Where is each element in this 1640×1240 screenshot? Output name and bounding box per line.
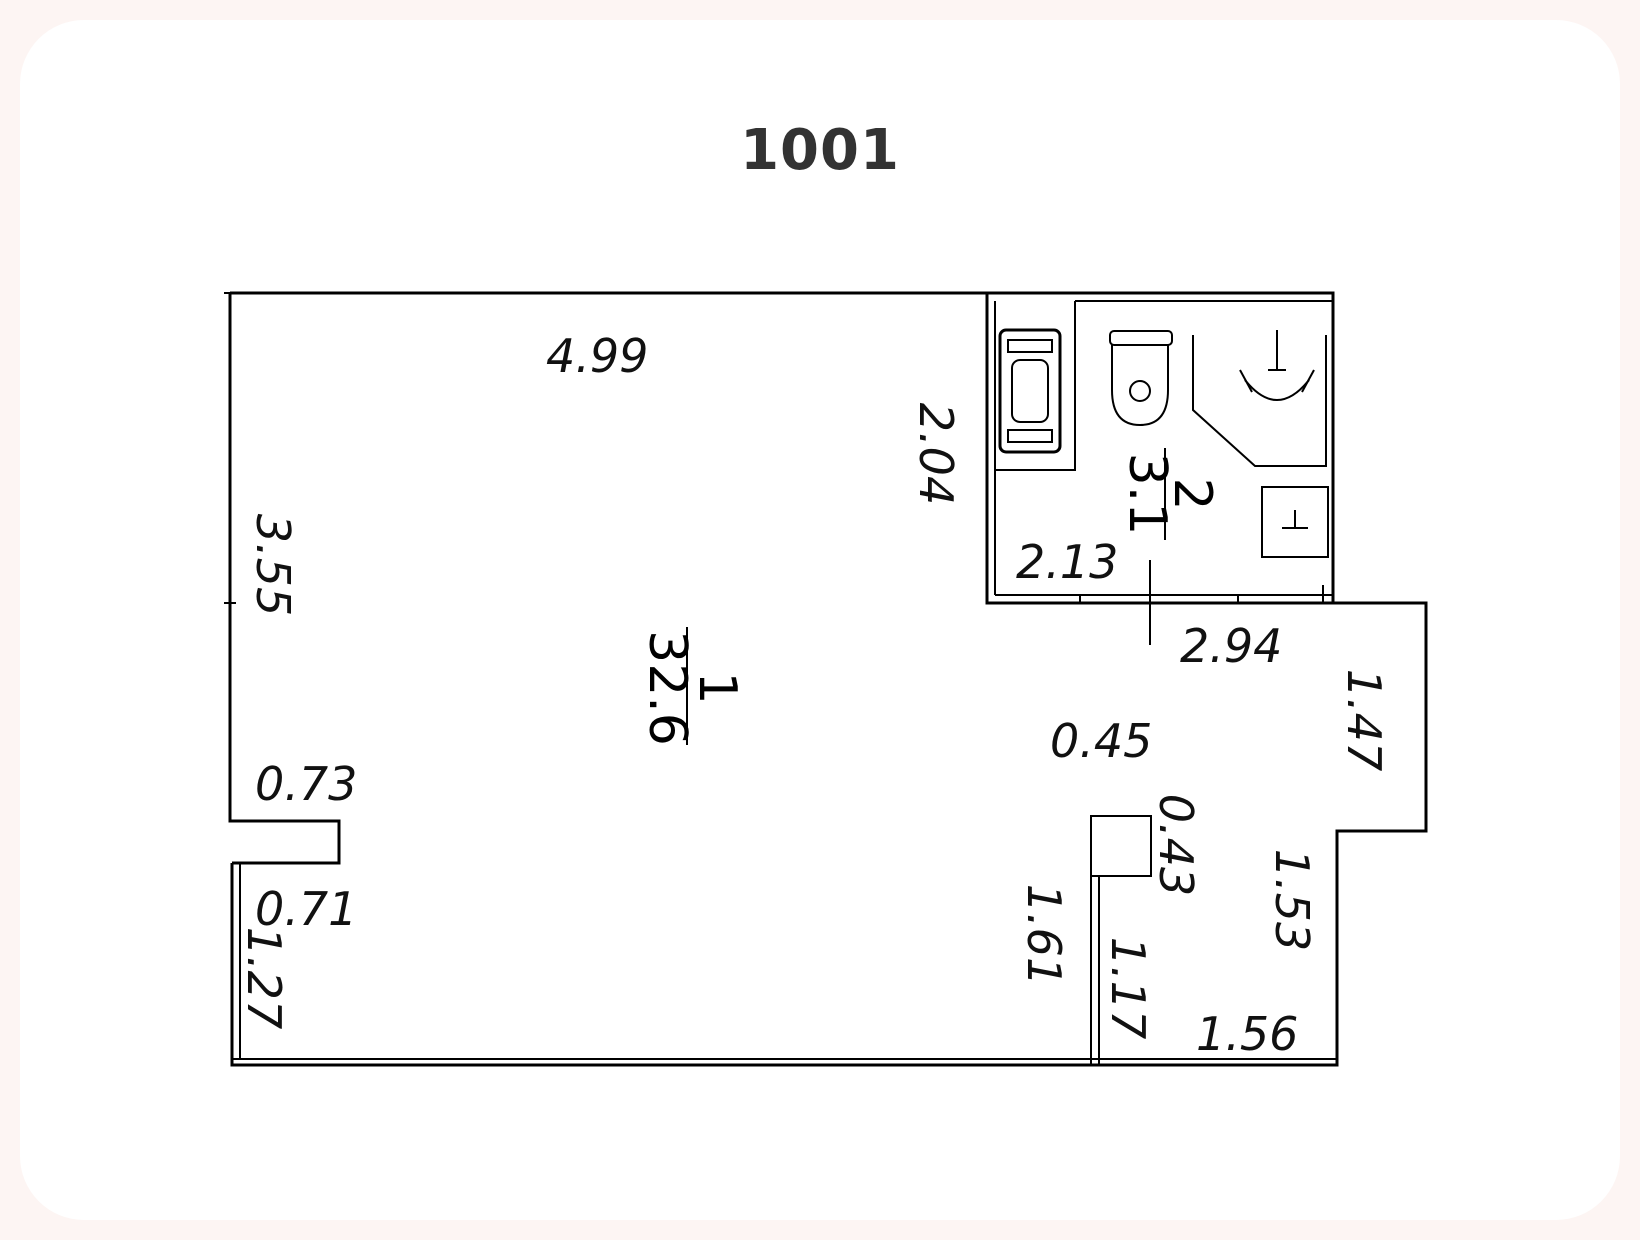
outer-wall-lower xyxy=(228,293,341,865)
dim-left-lower-b: 1.27 xyxy=(237,927,291,1029)
dim-right-upper: 1.47 xyxy=(1337,669,1391,771)
dim-bath-height: 2.04 xyxy=(909,403,963,505)
dim-partition-left: 1.61 xyxy=(1017,884,1071,986)
sink-icon xyxy=(1192,330,1327,467)
dim-column: 0.43 xyxy=(1149,794,1203,896)
bathtub-niche xyxy=(994,301,1076,471)
dim-left-lower-a: 0.71 xyxy=(255,882,357,936)
bathtub-icon xyxy=(998,328,1062,454)
outer-wall xyxy=(230,291,1428,1067)
room-1-number: 1 xyxy=(687,671,747,704)
room-2-number: 2 xyxy=(1162,477,1222,510)
dim-inner-step: 0.45 xyxy=(1050,714,1152,768)
dim-left-mid: 0.73 xyxy=(255,757,357,811)
dim-corridor-width: 2.94 xyxy=(1180,619,1282,673)
washer-icon xyxy=(1261,486,1329,558)
room-2-area: 3.1 xyxy=(1117,453,1177,536)
dim-bottom-right: 1.56 xyxy=(1196,1007,1298,1061)
dim-partition-right: 1.17 xyxy=(1101,937,1155,1039)
dim-top-width: 4.99 xyxy=(546,329,648,383)
bathroom-wall xyxy=(985,293,1333,605)
apartment-number: 1001 xyxy=(740,118,900,183)
dim-right-lower: 1.53 xyxy=(1265,849,1319,951)
plan-card xyxy=(20,20,1620,1220)
column-icon xyxy=(1090,815,1152,877)
dim-bath-width: 2.13 xyxy=(1016,535,1118,589)
room-1-area: 32.6 xyxy=(637,630,697,746)
partition-wall xyxy=(1090,875,1100,1066)
toilet-icon xyxy=(1109,330,1173,427)
dim-left-upper: 3.55 xyxy=(246,514,300,616)
